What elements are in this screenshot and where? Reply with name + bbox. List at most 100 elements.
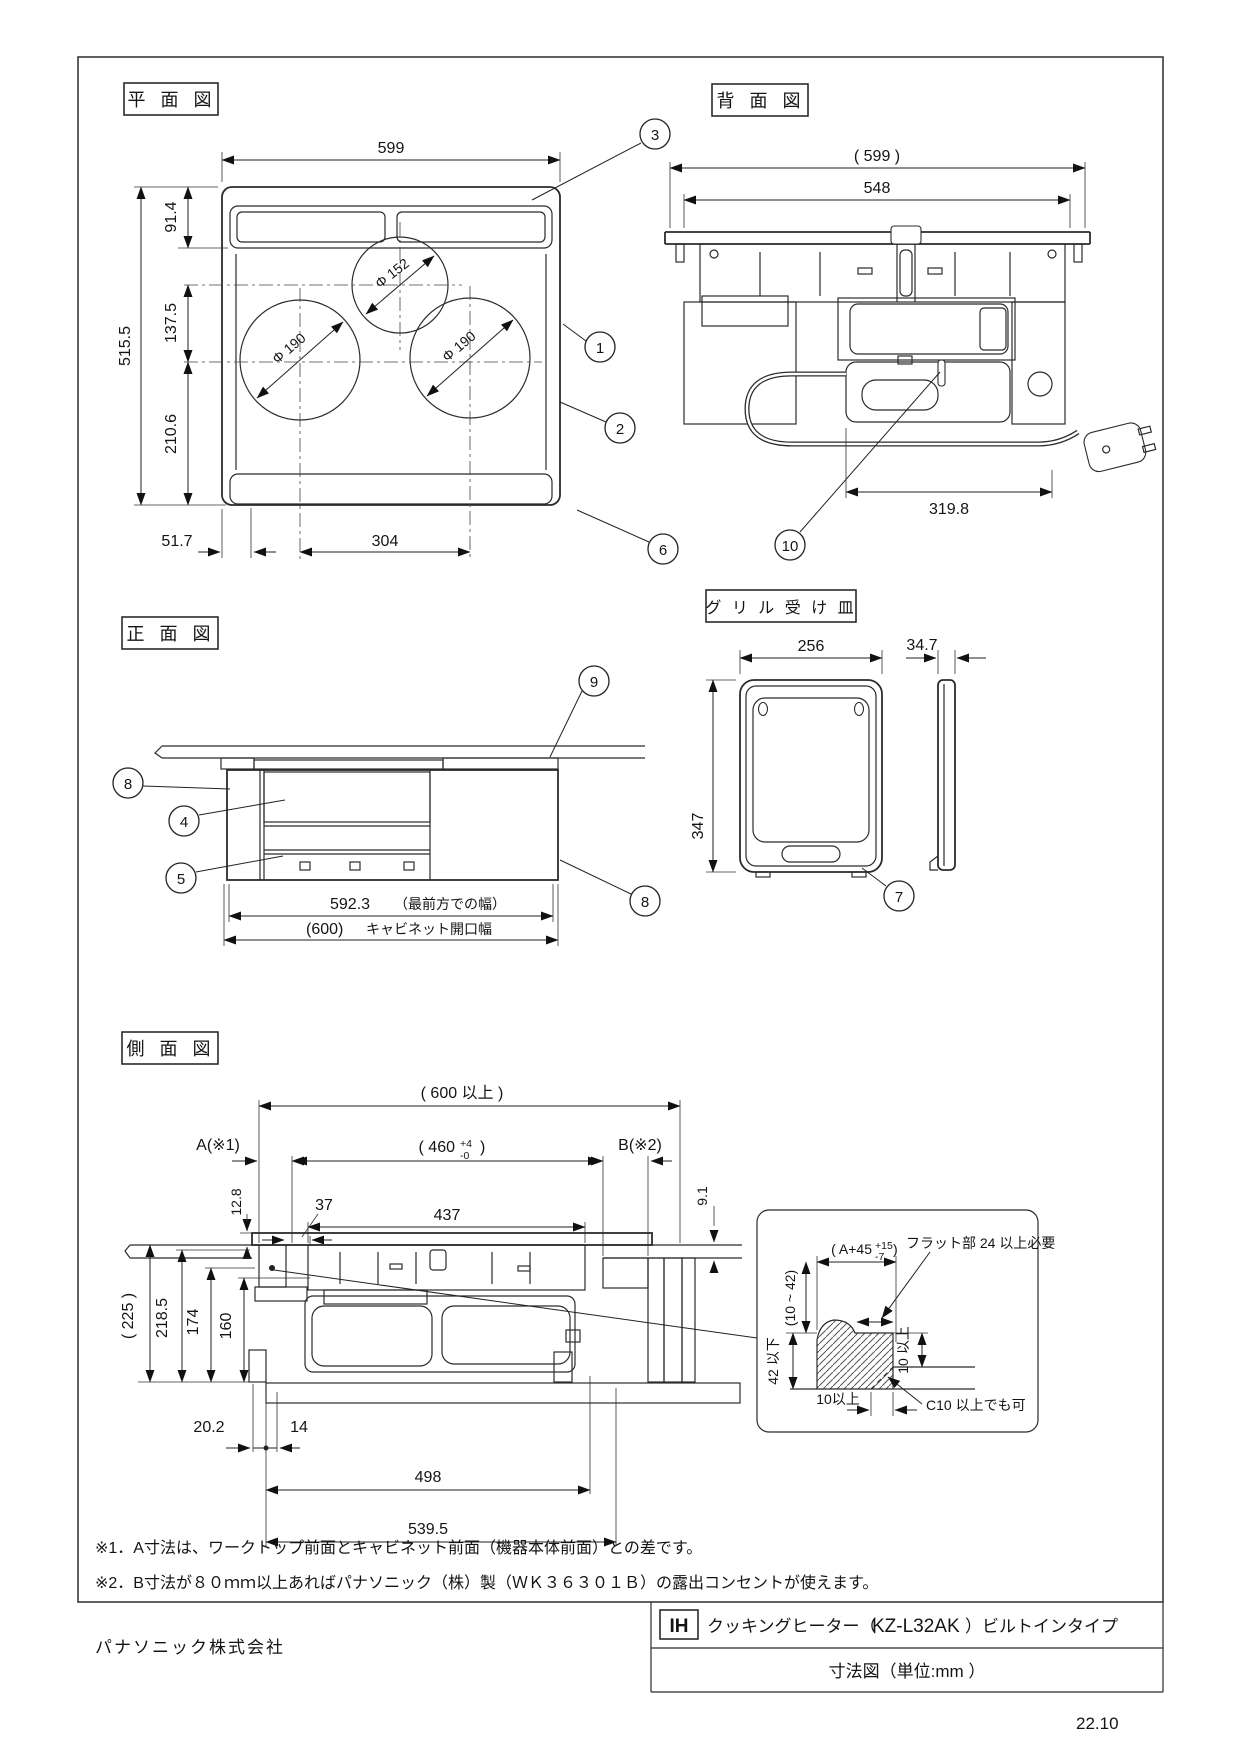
callout-5 bbox=[165, 862, 197, 894]
notes: ※1．A寸法は、ワークトップ前面とキャビネット前面（機器本体前面）との差です。 … bbox=[95, 1539, 878, 1592]
detail-flat-label: フラット部 24 以上必要 bbox=[906, 1235, 1055, 1251]
svg-text:4: 4 bbox=[180, 814, 188, 831]
power-plug bbox=[1083, 422, 1157, 473]
svg-text:1: 1 bbox=[596, 340, 604, 357]
product-prefix: クッキングヒーター（ bbox=[707, 1617, 877, 1636]
company-name: パナソニック株式会社 bbox=[95, 1638, 285, 1657]
dim-37: 37 bbox=[315, 1197, 333, 1214]
dim-548: 548 bbox=[864, 180, 891, 197]
rear-dim-3198: 319.8 bbox=[845, 428, 1053, 518]
dim-599: 599 bbox=[378, 140, 405, 157]
ih-label: IH bbox=[670, 1616, 689, 1637]
svg-text:5: 5 bbox=[177, 871, 185, 888]
product-suffix: ）ビルトインタイプ bbox=[965, 1617, 1118, 1636]
dim-137-5: 137.5 bbox=[163, 303, 180, 343]
detail-a45-close: ) bbox=[893, 1241, 898, 1257]
detail-42-max: 42 以下 bbox=[765, 1337, 781, 1384]
side-top-dimensions: ( 600 以上 ) ( 460 +4 -0 ) A(※1) B(※2) 12.… bbox=[196, 1084, 742, 1273]
plan-grille-right bbox=[396, 211, 546, 243]
dim-9-1: 9.1 bbox=[694, 1186, 710, 1206]
dim-210-6: 210.6 bbox=[163, 414, 180, 454]
callout-8-left bbox=[112, 767, 144, 799]
dim-14: 14 bbox=[290, 1419, 308, 1436]
title-block: パナソニック株式会社 IH クッキングヒーター（ KZ-L32AK ）ビルトイン… bbox=[95, 1602, 1164, 1733]
svg-text:8: 8 bbox=[641, 894, 649, 911]
detail-counter-block bbox=[816, 1319, 894, 1390]
callout-1 bbox=[584, 331, 616, 363]
svg-text:10: 10 bbox=[782, 538, 799, 555]
callout-3 bbox=[639, 118, 671, 150]
dim-319-8: 319.8 bbox=[929, 501, 969, 518]
dim-437: 437 bbox=[434, 1207, 461, 1224]
tray-front bbox=[739, 679, 883, 878]
detail-a45-plus: +15 bbox=[875, 1240, 893, 1252]
dim-599-ref: ( 599 ) bbox=[854, 148, 900, 165]
plan-title: 平 面 図 bbox=[127, 90, 216, 110]
rear-title: 背 面 図 bbox=[716, 91, 805, 111]
model-number: KZ-L32AK bbox=[872, 1616, 960, 1637]
front-title-box bbox=[121, 616, 219, 650]
side-title-box bbox=[121, 1031, 219, 1065]
callout-4 bbox=[168, 805, 200, 837]
callout-7 bbox=[883, 880, 915, 912]
dim-460-close: ) bbox=[480, 1139, 485, 1156]
note-1: ※1．A寸法は、ワークトップ前面とキャビネット前面（機器本体前面）との差です。 bbox=[95, 1539, 702, 1557]
dim-539-5: 539.5 bbox=[408, 1521, 448, 1538]
detail-10-42: (10 ~ 42) bbox=[782, 1270, 798, 1326]
svg-text:6: 6 bbox=[659, 542, 667, 559]
plan-front-trim bbox=[229, 473, 553, 505]
detail-inset: ( A+45 +15 -7 ) フラット部 24 以上必要 (10 ~ 42) … bbox=[756, 1209, 1055, 1433]
side-view: 側 面 図 ( 600 以上 ) ( 460 +4 -0 ) A(※1) B(※… bbox=[120, 1031, 1055, 1547]
detail-box bbox=[756, 1209, 1039, 1433]
detail-a45: ( A+45 bbox=[831, 1241, 872, 1257]
front-body bbox=[154, 745, 645, 881]
plan-callouts: 3 1 2 6 bbox=[531, 118, 679, 565]
dim-592-3: 592.3 bbox=[330, 896, 370, 913]
front-title: 正 面 図 bbox=[126, 624, 215, 644]
rear-dimensions: ( 599 ) 548 bbox=[669, 148, 1086, 228]
tray-callouts: 7 bbox=[861, 867, 915, 912]
dim-515-5: 515.5 bbox=[117, 326, 134, 366]
callout-8-right bbox=[629, 885, 661, 917]
front-callouts: 9 8 4 5 8 bbox=[112, 665, 661, 917]
tray-title: グ リ ル 受 け 皿 bbox=[705, 599, 856, 617]
front-view: 正 面 図 592.3 （最前方での幅） (600) キャビネット開口幅 bbox=[112, 616, 661, 946]
dim-600: (600) bbox=[306, 921, 343, 938]
callout-6 bbox=[647, 533, 679, 565]
plan-view: 平 面 図 Φ 152 Φ 190 Φ 190 599 5 bbox=[117, 82, 679, 565]
grill-tray-view: グ リ ル 受 け 皿 256 34.7 347 bbox=[690, 589, 986, 912]
svg-text:2: 2 bbox=[616, 421, 624, 438]
svg-text:3: 3 bbox=[651, 127, 659, 144]
callout-2 bbox=[604, 412, 636, 444]
dim-347: 347 bbox=[690, 813, 707, 840]
dim-12-8: 12.8 bbox=[228, 1188, 244, 1215]
rear-thermostat-pin bbox=[937, 359, 946, 387]
detail-10-min-right: 10 以上 bbox=[895, 1326, 911, 1373]
front-dimensions: 592.3 （最前方での幅） (600) キャビネット開口幅 bbox=[223, 884, 559, 946]
side-left-dimensions: ( 225 ) 218.5 174 160 bbox=[120, 1244, 310, 1383]
detail-a45-minus: -7 bbox=[875, 1251, 884, 1263]
dim-dia190-right: Φ 190 bbox=[439, 328, 479, 365]
plan-grille-zone bbox=[229, 205, 553, 249]
dim-dia190-left: Φ 190 bbox=[269, 330, 309, 367]
svg-text:7: 7 bbox=[895, 889, 903, 906]
plan-title-box bbox=[123, 82, 219, 116]
dim-460: ( 460 bbox=[419, 1139, 456, 1156]
dim-256: 256 bbox=[798, 638, 825, 655]
dim-600-min: ( 600 以上 ) bbox=[421, 1084, 504, 1102]
dim-600-note: キャビネット開口幅 bbox=[366, 921, 492, 937]
dim-20-2: 20.2 bbox=[193, 1419, 224, 1436]
tray-title-box bbox=[705, 589, 857, 623]
ih-badge bbox=[659, 1609, 699, 1640]
note-2: ※2．B寸法が８０ｍｍ以上あればパナソニック（株）製（ＷＫ３６３０１Ｂ）の露出コ… bbox=[95, 1574, 878, 1592]
callout-10 bbox=[774, 529, 806, 561]
plan-body bbox=[221, 186, 561, 506]
rear-title-box bbox=[711, 83, 809, 117]
dim-218-5: 218.5 bbox=[154, 1298, 171, 1338]
dim-A: A(※1) bbox=[196, 1137, 240, 1154]
plan-burners: Φ 152 Φ 190 Φ 190 bbox=[184, 222, 542, 560]
rear-callouts: 10 bbox=[774, 371, 941, 561]
rear-body bbox=[664, 225, 1157, 473]
side-title: 側 面 図 bbox=[126, 1039, 215, 1059]
detail-10-min-bottom: 10以上 bbox=[816, 1391, 860, 1407]
